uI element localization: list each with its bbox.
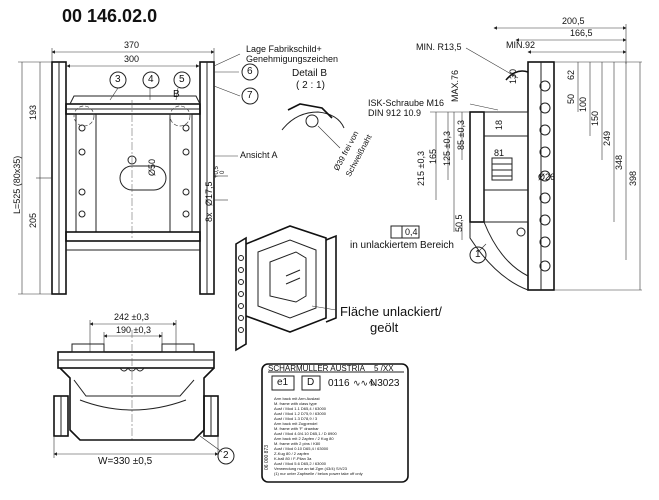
dim-300: 300	[124, 54, 140, 64]
nameplate-row: Ausf / Mod 1.1 D65,4 / 63000	[274, 406, 327, 411]
nameplate-row: Ausf / Mod 5.6 D65,2 / 63000	[274, 461, 327, 466]
dim-50-5: 50,5	[454, 214, 464, 232]
dim-165: 165	[428, 148, 438, 164]
bottom-view	[53, 320, 223, 458]
nameplate-row: (1) nur unter Zapfwelle / below power ta…	[274, 471, 363, 476]
front-view	[18, 48, 241, 295]
dim-125: 125 ±0,3	[442, 131, 452, 166]
nameplate-row: Arm back mit Zugpendel	[274, 421, 318, 426]
dim-200-5: 200,5	[562, 16, 585, 26]
dim-50: 50	[566, 93, 576, 104]
nameplate-wave: ∿∿∿	[353, 378, 376, 388]
view-a-label: Ansicht A	[240, 150, 278, 160]
dim-18: 18	[494, 119, 504, 130]
balloon-6-label: 6	[247, 66, 253, 77]
dim-215: 215 ±0,3	[416, 151, 426, 186]
flatness-note: in unlackiertem Bereich	[350, 240, 454, 251]
dim-min-92: MIN.92	[506, 40, 536, 50]
flatness-value: 0,4	[405, 227, 418, 237]
flatness-symbol-box	[390, 225, 420, 239]
screw-spec-2: DIN 912 10.9	[368, 108, 422, 118]
nameplate-cell-1: e1	[277, 377, 289, 388]
balloon-1-label: 1	[475, 249, 481, 260]
nameplate-maker: SCHARMÜLLER AUSTRIA	[268, 364, 365, 373]
detail-b-scale: ( 2 : 1)	[296, 80, 325, 91]
balloon-1	[469, 246, 487, 264]
dim-total-length: L=525 (80x35)	[12, 155, 22, 214]
dim-62: 62	[566, 69, 576, 80]
screw-spec-1: ISK-Schraube M16	[368, 98, 445, 108]
balloon-5-label: 5	[179, 74, 185, 85]
nameplate-serial: 06 000 873	[264, 444, 270, 470]
iso-note-2: geölt	[370, 320, 399, 335]
nameplate-approval: 0116	[328, 378, 350, 389]
dim-pin-dia: Ø17,5	[204, 181, 214, 206]
nameplate-row: Arm back mit 2 Zapfen / 2 Kug 80	[274, 436, 334, 441]
detail-b-title: Detail B	[292, 68, 328, 79]
dim-190: 190 ±0,3	[116, 325, 151, 335]
dim-398: 398	[628, 170, 638, 186]
iso-note-1: Fläche unlackiert/	[340, 304, 442, 319]
balloon-2-label: 2	[223, 450, 229, 461]
dim-max-76: MAX.76	[450, 69, 460, 102]
nameplate-row: M. frame with class type	[274, 401, 317, 406]
dim-193: 193	[28, 104, 38, 120]
balloon-4-label: 4	[148, 74, 154, 85]
dim-width: W=330 ±0,5	[98, 456, 153, 467]
dim-249: 249	[602, 130, 612, 146]
balloon-3-label: 3	[115, 74, 121, 85]
nameplate-row: Ausf / Mod 0.10 D65,4 / 63000	[274, 446, 329, 451]
nameplate-row: Ausf / Mod 1.2 D75,9 / 63000	[274, 411, 327, 416]
dim-min-r13: MIN. R13,5	[416, 42, 462, 52]
label-plate-note: Lage Fabrikschild+	[246, 44, 322, 54]
nameplate-row: Verwendung nur an tat Zgm (43/4) S/V23	[274, 466, 347, 471]
dim-150: 150	[590, 110, 600, 126]
nameplate-row: Z-Kug 80 / 2 zapfen	[274, 451, 310, 456]
detail-b	[281, 103, 345, 149]
label-plate-note-2: Genehmigungszeichen	[246, 54, 339, 64]
dim-100: 100	[578, 96, 588, 112]
dim-370: 370	[124, 40, 140, 50]
dim-130: 130	[508, 68, 518, 84]
dim-pin-tol-lower: 0	[220, 170, 226, 174]
nameplate-cell-2: D	[307, 377, 315, 388]
dim-81: 81	[494, 148, 505, 158]
balloon-2	[217, 447, 235, 465]
dim-242: 242 ±0,3	[114, 312, 149, 322]
dim-205: 205	[28, 212, 38, 228]
nameplate-row: Ausf / Mod 1.3 D78,9 / 3	[274, 416, 318, 421]
front-balloons	[109, 63, 259, 105]
isometric-view	[235, 225, 337, 352]
nameplate-code: N3023	[370, 378, 400, 389]
nameplate-row: Ausf / Mod 4.0/4.10 D65,1 / D 8900	[274, 431, 337, 436]
drawing-number: 00 146.02.0	[62, 6, 158, 26]
dim-166-5: 166,5	[570, 28, 593, 38]
detail-ref-b: B	[173, 89, 180, 100]
nameplate-rows: Arm back mit Arm Auslast M. frame with c…	[274, 396, 404, 476]
dim-hole-dia: Ø50	[147, 158, 157, 176]
nameplate-version: 5 /XX	[374, 364, 394, 373]
dim-348: 348	[614, 154, 624, 170]
nameplate-row: M. frame with 2 pins / K80	[274, 441, 321, 446]
nameplate-row: Arm back mit Arm Auslast	[274, 396, 320, 401]
dim-85: 85 ±0,3	[456, 120, 466, 150]
nameplate-row: M. frame with 'F' drawbar	[274, 426, 319, 431]
dim-pin-count: 8x	[204, 212, 214, 222]
dim-26: Ø26	[538, 172, 556, 182]
nameplate-row: K-ball 80 / F-Pilan 3a	[274, 456, 312, 461]
nameplate	[261, 363, 409, 483]
balloon-7-label: 7	[247, 90, 253, 101]
side-view	[430, 24, 642, 291]
